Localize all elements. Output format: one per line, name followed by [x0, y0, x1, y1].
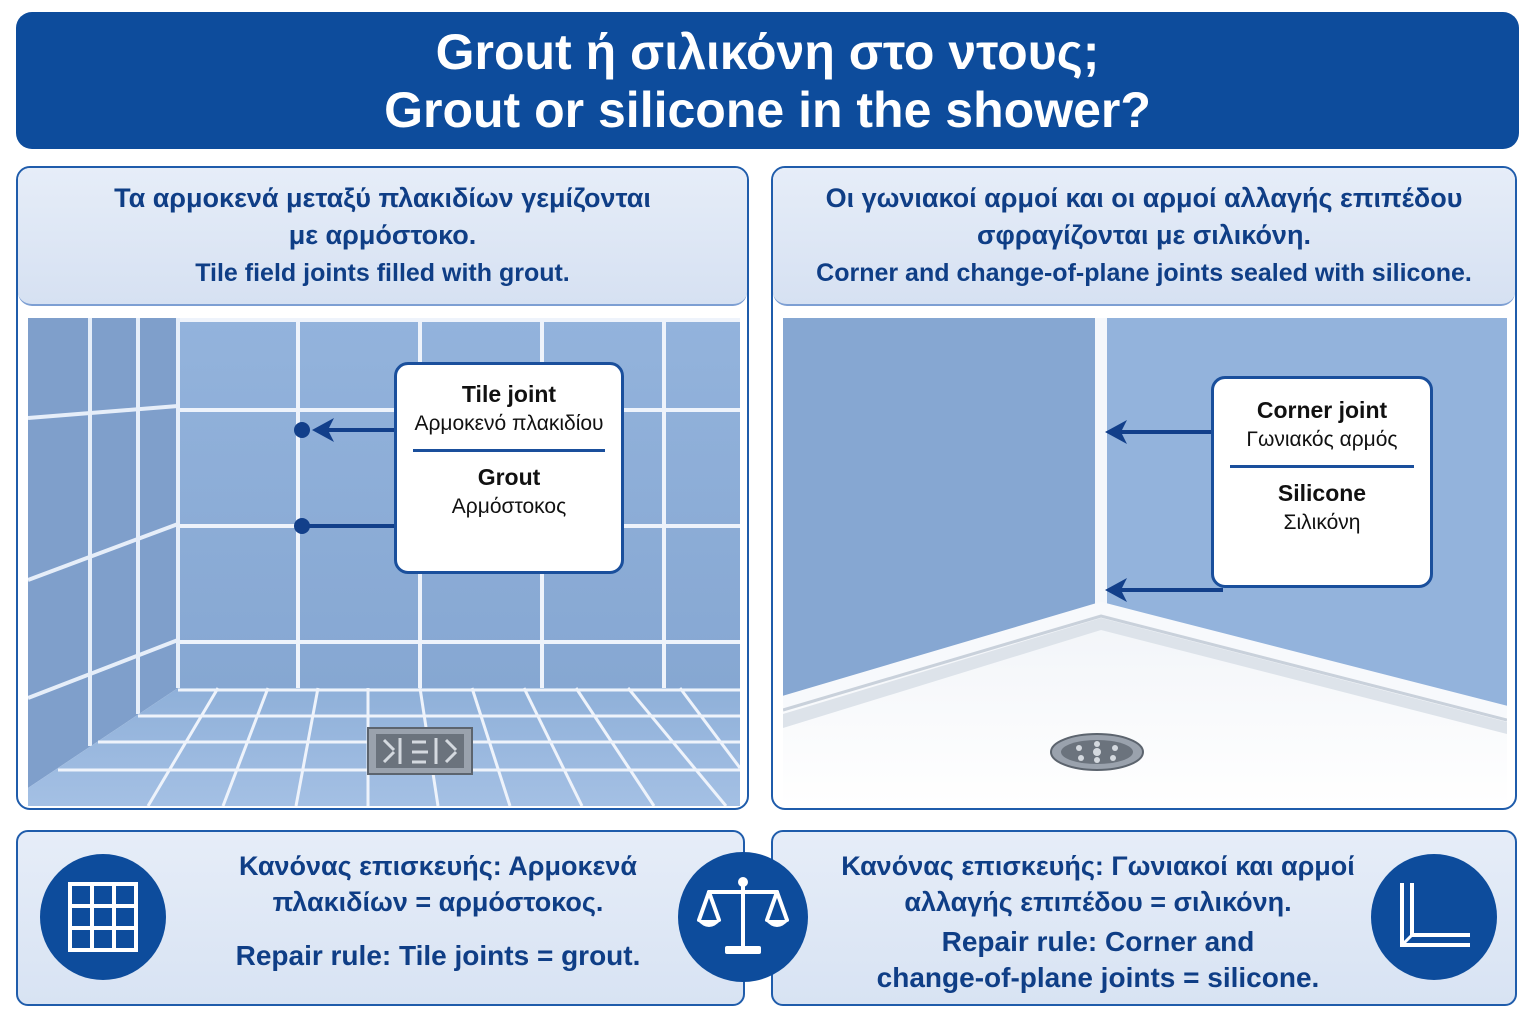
callout-tile-joint-en: Tile joint: [461, 381, 557, 407]
callout-divider: [413, 449, 605, 452]
callout-silicone-el: Σιλικόνη: [1283, 511, 1361, 534]
rule-english-line2: change-of-plane joints = silicone.: [876, 962, 1320, 993]
page-title: Grout ή σιλικόνη στο ντους; Grout or sil…: [16, 12, 1519, 149]
grout-rule-text: Κανόνας επισκευής: Αρμοκενά πλακιδίων = …: [188, 848, 688, 974]
silicone-rule-text: Κανόνας επισκευής: Γωνιακοί και αρμοί αλ…: [813, 848, 1383, 996]
tile-grid-icon: [40, 854, 166, 980]
callout-divider: [1230, 465, 1414, 468]
tray-drain-icon: [1050, 733, 1144, 771]
caption-english: Corner and change-of-plane joints sealed…: [816, 259, 1472, 287]
floor-drain-icon: [367, 727, 473, 775]
callout-corner-joint-en: Corner joint: [1256, 397, 1388, 423]
tiled-shower-illustration: [28, 318, 740, 806]
silicone-repair-rule: Κανόνας επισκευής: Γωνιακοί και αρμοί αλ…: [771, 830, 1517, 1006]
caption-greek-line2: σφραγίζονται με σιλικόνη.: [977, 220, 1311, 250]
balance-scale-icon: [678, 852, 808, 982]
callout-grout-el: Αρμόστοκος: [451, 495, 567, 518]
silicone-joint-caption: Οι γωνιακοί αρμοί και οι αρμοί αλλαγής ε…: [773, 168, 1515, 306]
caption-english: Tile field joints filled with grout.: [195, 259, 570, 287]
callout-tile-joint-el: Αρμοκενό πλακιδίου: [414, 412, 604, 435]
grout-repair-rule: Κανόνας επισκευής: Αρμοκενά πλακιδίων = …: [16, 830, 745, 1006]
caption-greek-line1: Οι γωνιακοί αρμοί και οι αρμοί αλλαγής ε…: [825, 183, 1463, 213]
caption-greek-line1: Τα αρμοκενά μεταξύ πλακιδίων γεμίζονται: [114, 183, 651, 213]
tile-joint-caption: Τα αρμοκενά μεταξύ πλακιδίων γεμίζονται …: [18, 168, 747, 306]
corner-joint-callout: Corner joint Γωνιακός αρμός Silicone Σιλ…: [1211, 376, 1433, 588]
rule-english: Repair rule: Tile joints = grout.: [235, 940, 641, 971]
tile-joint-panel: Τα αρμοκενά μεταξύ πλακιδίων γεμίζονται …: [16, 166, 749, 810]
rule-greek-line2: πλακιδίων = αρμόστοκος.: [272, 887, 604, 917]
caption-greek-line2: με αρμόστοκο.: [288, 220, 477, 250]
rule-english-line1: Repair rule: Corner and: [941, 926, 1255, 957]
callout-silicone-en: Silicone: [1277, 480, 1367, 506]
callout-corner-joint-el: Γωνιακός αρμός: [1246, 428, 1398, 451]
rule-greek-line1: Κανόνας επισκευής: Αρμοκενά: [239, 851, 637, 881]
title-english: Grout or silicone in the shower?: [384, 81, 1151, 138]
callout-grout-en: Grout: [477, 464, 541, 490]
tile-joint-callout: Tile joint Αρμοκενό πλακιδίου Grout Αρμό…: [394, 362, 624, 574]
rule-greek-line2: αλλαγής επιπέδου = σιλικόνη.: [904, 887, 1292, 917]
rule-greek-line1: Κανόνας επισκευής: Γωνιακοί και αρμοί: [841, 851, 1355, 881]
corner-joint-icon: [1371, 854, 1497, 980]
title-greek: Grout ή σιλικόνη στο ντους;: [435, 23, 1100, 80]
silicone-joint-panel: Οι γωνιακοί αρμοί και οι αρμοί αλλαγής ε…: [771, 166, 1517, 810]
